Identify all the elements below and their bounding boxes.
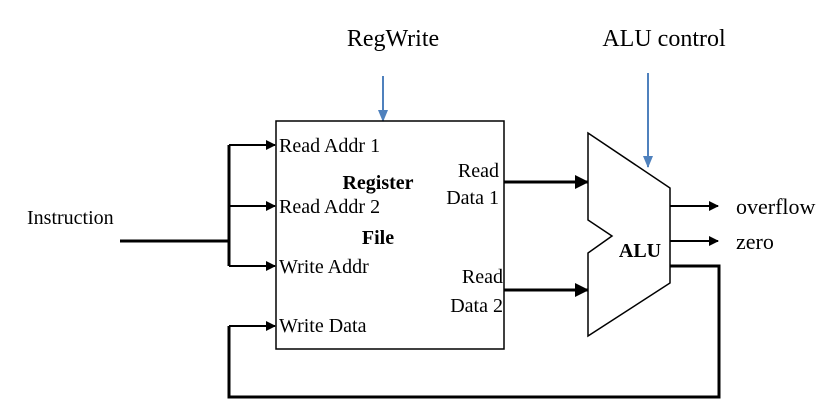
read-data-2-label-line2: Data 2 bbox=[450, 295, 503, 317]
zero-label: zero bbox=[736, 229, 774, 254]
alu-result-feedback-wire bbox=[227, 264, 721, 399]
instruction-bus bbox=[120, 140, 276, 271]
write-data-label: Write Data bbox=[279, 315, 367, 337]
regwrite-label: RegWrite bbox=[347, 26, 439, 52]
overflow-label: overflow bbox=[736, 194, 816, 219]
register-file-box bbox=[275, 120, 505, 350]
register-file-title-line1: Register bbox=[342, 172, 413, 194]
read-addr-1-label: Read Addr 1 bbox=[279, 135, 380, 157]
alu-control-label: ALU control bbox=[602, 26, 726, 52]
read-addr-2-label: Read Addr 2 bbox=[279, 196, 380, 218]
alu-shape bbox=[587, 131, 671, 338]
register-file-title-line2: File bbox=[362, 227, 394, 249]
read-data-1-label-line2: Data 1 bbox=[446, 187, 499, 209]
alu-label: ALU bbox=[619, 240, 661, 262]
read-data-2-label-line1: Read bbox=[462, 266, 503, 288]
write-addr-label: Write Addr bbox=[279, 256, 369, 278]
read-data-1-label-line1: Read bbox=[458, 160, 499, 182]
instruction-label: Instruction bbox=[27, 207, 114, 229]
